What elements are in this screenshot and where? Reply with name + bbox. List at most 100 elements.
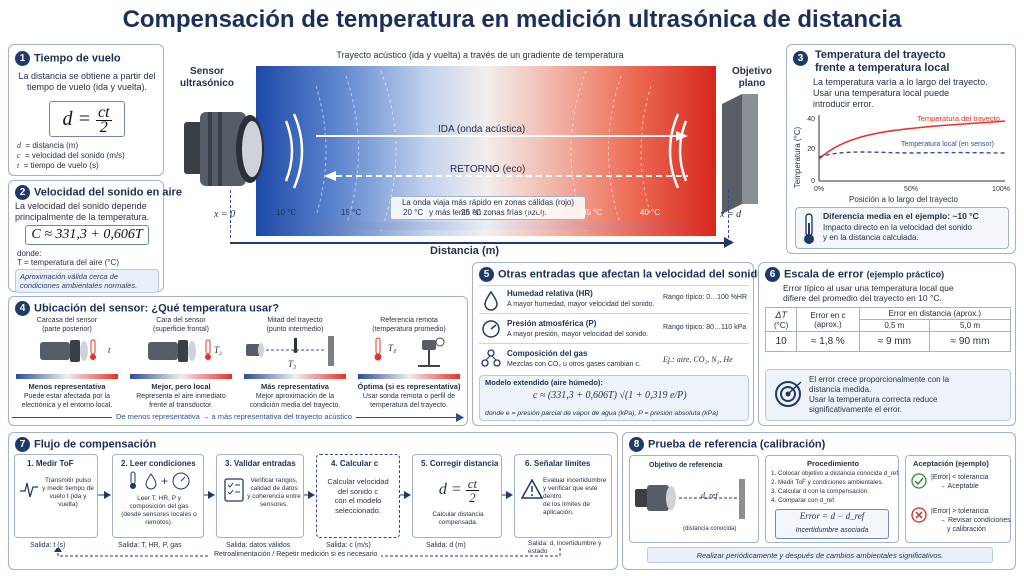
feedback-loop-line xyxy=(54,548,561,557)
footer-note xyxy=(647,547,993,563)
temp-variable: T₂ xyxy=(214,345,223,355)
quality-label: Mejor, pero local xyxy=(151,382,211,391)
temp-tick: 20 °C xyxy=(403,208,424,217)
error-formula: Error = d − d_ref xyxy=(799,511,865,521)
flow-output: Salida: c (m/s) xyxy=(326,542,371,549)
procedure-box xyxy=(765,455,899,543)
flat-target-icon xyxy=(722,94,758,214)
ida-label: IDA (onda acústica) xyxy=(438,124,526,135)
location-item-midpath: Mitad del trayecto(punto intermedio) T₃ … xyxy=(240,314,350,410)
flow-step-limits: 6. Señalar límites Evaluar incertidumbre… xyxy=(514,454,612,538)
gradient-note: La onda viaja más rápido en zonas cálida… xyxy=(390,196,586,220)
input-range: Ej.: aire, CO₂, N₂, He xyxy=(663,355,733,364)
proc-title: Procedimiento xyxy=(807,459,860,468)
temp-variable: t xyxy=(108,345,111,355)
x-zero-label: x = 0 xyxy=(214,209,236,220)
series-label-local: Temperatura local (en sensor) xyxy=(901,141,994,148)
step-badge: 2 xyxy=(15,185,30,200)
location-item-face: Cara del sensor(superficie frontal) T₂ M… xyxy=(126,314,236,410)
input-range: Rango típico: 80…110 kPa xyxy=(663,324,747,331)
col-5: 5,0 m xyxy=(929,319,1011,332)
arrow-text: De menos representativa → a más represen… xyxy=(112,412,356,421)
known-distance-label: (distancia conocida) xyxy=(683,526,737,532)
sensors-icon: + xyxy=(130,471,190,490)
page-title: Compensación de temperatura en medición … xyxy=(122,6,902,33)
input-name: Presión atmosférica (P) xyxy=(507,319,597,328)
step-badge: 1 xyxy=(15,51,30,66)
diff-box xyxy=(795,207,1009,249)
cell-dt: 10 xyxy=(764,331,798,352)
error-note-box xyxy=(765,369,1011,421)
model-where: donde e = presión parcial de vapor de ag… xyxy=(485,410,719,417)
pulse-icon xyxy=(20,482,38,498)
series-local-temperature xyxy=(818,151,1006,158)
temp-definition: T = temperatura del aire (°C) xyxy=(17,258,119,267)
flow-step-validate: 3. Validar entradas Verificar rangos,cal… xyxy=(216,454,304,538)
panel-speed-of-sound: 2 Velocidad del sonido en aire La velocid… xyxy=(8,180,182,293)
panel-title-text: Velocidad del sonido en aire xyxy=(34,186,182,199)
reference-setup-box xyxy=(629,455,759,543)
flow-output: Salida: t (s) xyxy=(30,542,66,549)
arrow-head-icon xyxy=(456,413,464,422)
step-badge: 5 xyxy=(479,267,494,282)
flow-output: Salida: T, HR, P, gas xyxy=(118,542,182,549)
quality-label: Menos representativa xyxy=(28,382,106,391)
obj-label: Objetivo de referencia xyxy=(649,462,723,469)
panel-desc: La temperatura varía a lo largo del tray… xyxy=(813,77,988,109)
series-label-path: Temperatura del trayecto xyxy=(917,114,1000,123)
panel-time-of-flight: 1 Tiempo de vuelo La distancia se obtiene… xyxy=(8,44,164,176)
flow-output: Salida: datos válidos xyxy=(226,542,291,549)
temp-tick: 25 °C xyxy=(461,208,482,217)
speed-formula: C ≈ 331,3 + 0,606T xyxy=(25,225,149,245)
model-title: Modelo extendido (aire húmedo): xyxy=(485,378,603,387)
flow-output: Salida: d, incertidumbre y estado xyxy=(528,540,602,555)
cross-icon xyxy=(911,507,927,523)
distance-axis xyxy=(230,242,728,244)
ytick-label: 0 xyxy=(811,178,815,185)
warning-icon xyxy=(521,479,543,499)
step-badge: 6 xyxy=(765,267,780,282)
col-05: 0,5 m xyxy=(858,319,931,332)
step-badge: 8 xyxy=(629,437,644,452)
checklist-icon xyxy=(224,478,244,502)
input-range: Rango típico: 0…100 %HR xyxy=(663,294,748,301)
input-desc: A mayor presión, mayor velocidad del son… xyxy=(507,331,649,338)
temp-variable: T₃ xyxy=(288,359,297,369)
representativeness-arrow: De menos representativa → a más represen… xyxy=(12,412,464,424)
xtick-label: 0% xyxy=(814,186,824,193)
check-icon xyxy=(911,473,927,489)
cell-5: ≈ 90 mm xyxy=(929,331,1011,352)
diff-desc: Impacto directo en la velocidad del soni… xyxy=(823,223,972,242)
temp-tick: 30 °C xyxy=(524,208,545,217)
input-desc: A mayor humedad, mayor velocidad del son… xyxy=(507,301,655,308)
panel-title-text: Tiempo de vuelo xyxy=(34,52,121,65)
sensor-face-icon xyxy=(148,339,211,362)
x-zero-dashed-line xyxy=(230,190,231,238)
series-path-temperature xyxy=(818,120,1006,160)
acc-title: Aceptación (ejemplo) xyxy=(913,459,989,468)
location-item-remote: Referencia remota(temperatura promedio) … xyxy=(354,314,464,410)
path-temperature-chart: 40 20 0 0% 50% 100% Temperatura del tray… xyxy=(807,114,1010,193)
temp-tick: 35 °C xyxy=(582,208,603,217)
panel-title-text: Ubicación del sensor: ¿Qué temperatura u… xyxy=(34,302,280,315)
retorno-label: RETORNO (eco) xyxy=(450,164,526,175)
footer-text: Realizar periódicamente y después de cam… xyxy=(696,551,944,560)
target-icon xyxy=(775,381,802,407)
col-c: Error en c(aprox.) xyxy=(796,307,860,332)
reference-sensor-icon xyxy=(635,479,745,519)
quality-label: Óptima (si es representativa) xyxy=(357,382,461,391)
acceptance-box xyxy=(905,455,1011,543)
